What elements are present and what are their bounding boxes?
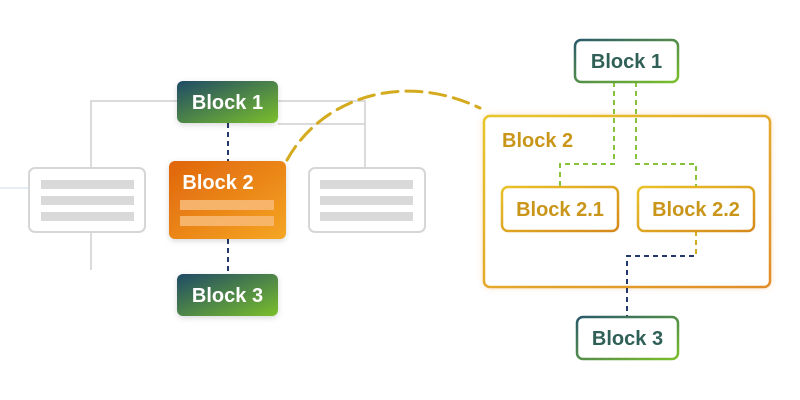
block-2-bar: [180, 216, 274, 226]
right-block-2-2: Block 2.2: [636, 185, 756, 233]
right-block-3: Block 3: [575, 315, 680, 361]
zoom-connector-curve: [285, 89, 482, 162]
left-placeholder-card: [28, 167, 146, 233]
placeholder-bar: [41, 212, 134, 221]
right-block-2-group: Block 2: [482, 114, 772, 289]
left-block-2-label: Block 2: [182, 172, 253, 194]
left-block-3: Block 3: [177, 274, 278, 316]
placeholder-bar: [41, 180, 134, 189]
left-block-2: Block 2: [169, 161, 286, 239]
block-2-bar: [180, 200, 274, 210]
left-block-3-label: Block 3: [192, 285, 263, 307]
placeholder-bar: [320, 212, 413, 221]
left-block-1-label: Block 1: [192, 92, 263, 114]
right-block-2-1-label: Block 2.1: [516, 199, 604, 221]
right-block-2-label: Block 2: [502, 130, 573, 152]
right-placeholder-card: [308, 167, 426, 233]
right-diagram: Block 2 Block 1 Block 2.1 Block 2.2: [482, 38, 772, 361]
left-diagram: Block 1 Block 2 Block 3: [0, 81, 426, 316]
placeholder-bar: [320, 196, 413, 205]
right-green-dashed-links: [559, 82, 697, 186]
left-block-1: Block 1: [177, 81, 278, 123]
placeholder-bar: [320, 180, 413, 189]
right-block-1-label: Block 1: [591, 51, 662, 73]
right-block-3-label: Block 3: [592, 328, 663, 350]
right-block-1: Block 1: [573, 38, 680, 84]
placeholder-bar: [41, 196, 134, 205]
right-block-2-2-label: Block 2.2: [652, 199, 740, 221]
right-block-2-1: Block 2.1: [500, 185, 620, 233]
